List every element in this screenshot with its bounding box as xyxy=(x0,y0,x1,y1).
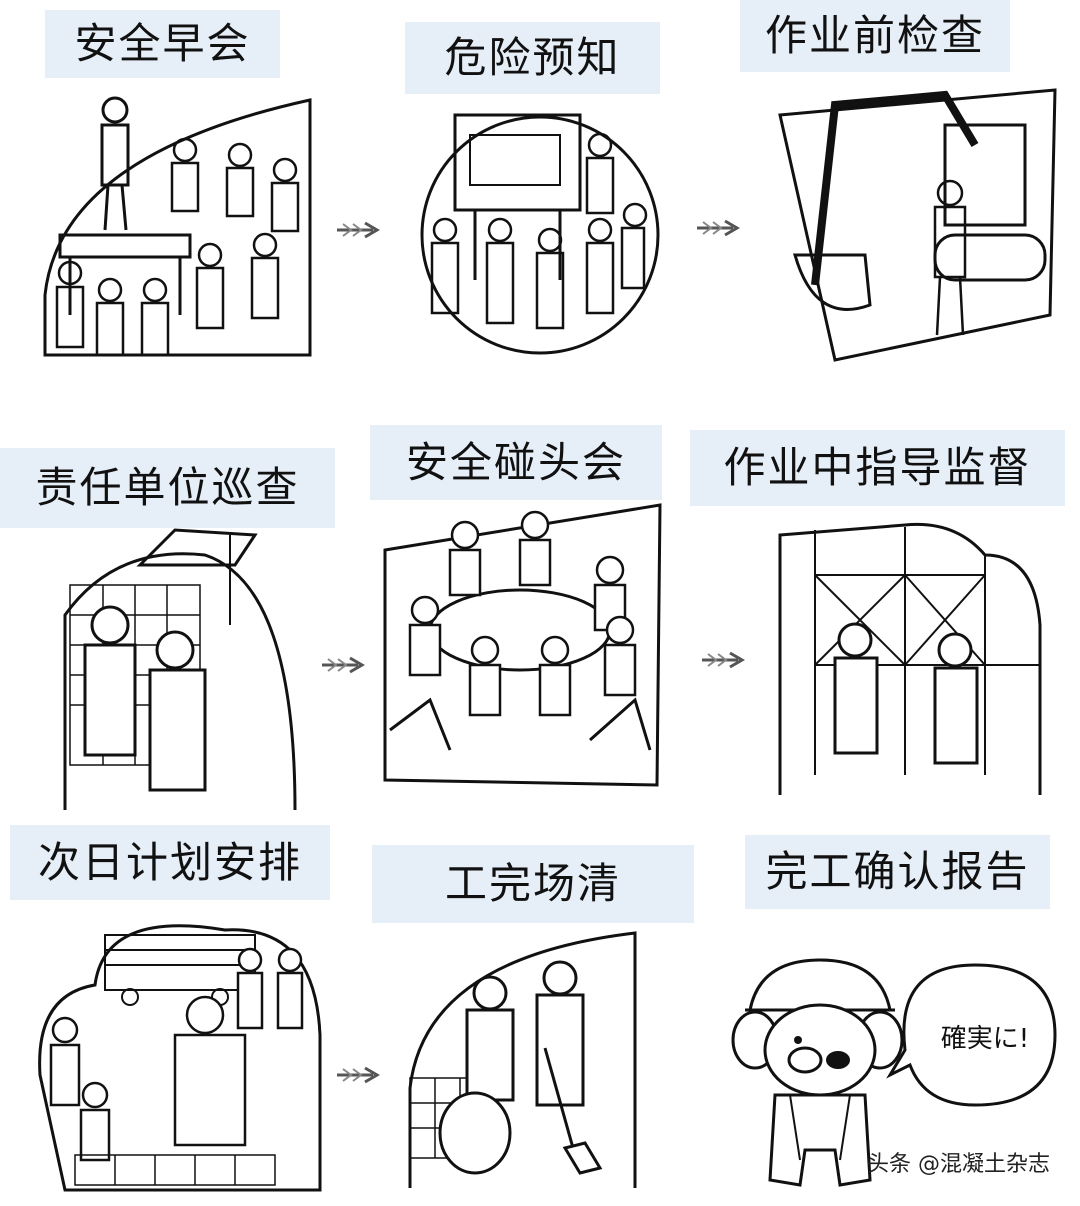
arrow-right-icon xyxy=(337,221,380,239)
step-3-label: 作业前检查 xyxy=(740,0,1010,72)
step-1-label: 安全早会 xyxy=(45,10,280,78)
worker-helmet-icon xyxy=(100,96,130,231)
on-site-supervision-illustration xyxy=(778,522,1042,795)
watermark: 头条 @混凝土杂志 xyxy=(867,1152,1050,1177)
speech-bubble xyxy=(886,963,1057,1107)
step-4-label: 责任单位巡查 xyxy=(0,448,335,528)
speech-bubble-text: 確実に! xyxy=(940,1024,1030,1054)
arrow-right-icon xyxy=(322,656,365,674)
step-6-label: 作业中指导监督 xyxy=(690,430,1065,506)
arrow-right-icon xyxy=(337,1066,380,1084)
hazard-prediction-illustration xyxy=(420,113,660,355)
dog-mascot-icon xyxy=(731,958,904,1187)
arrow-right-icon xyxy=(697,219,740,237)
arrow-right-icon xyxy=(702,651,745,669)
step-2-label: 危险预知 xyxy=(405,22,660,94)
pre-work-inspection-illustration xyxy=(778,88,1057,362)
step-8-label: 工完场清 xyxy=(372,845,694,923)
site-cleanup-illustration xyxy=(408,931,637,1188)
step-9-label: 完工确认报告 xyxy=(745,835,1050,909)
step-7-label: 次日计划安排 xyxy=(10,825,330,900)
next-day-planning-illustration xyxy=(38,924,322,1192)
morning-meeting-illustration xyxy=(43,96,312,357)
patrol-inspection-illustration xyxy=(63,528,297,811)
step-5-label: 安全碰头会 xyxy=(370,425,662,500)
safety-briefing-meeting-illustration xyxy=(383,503,662,787)
